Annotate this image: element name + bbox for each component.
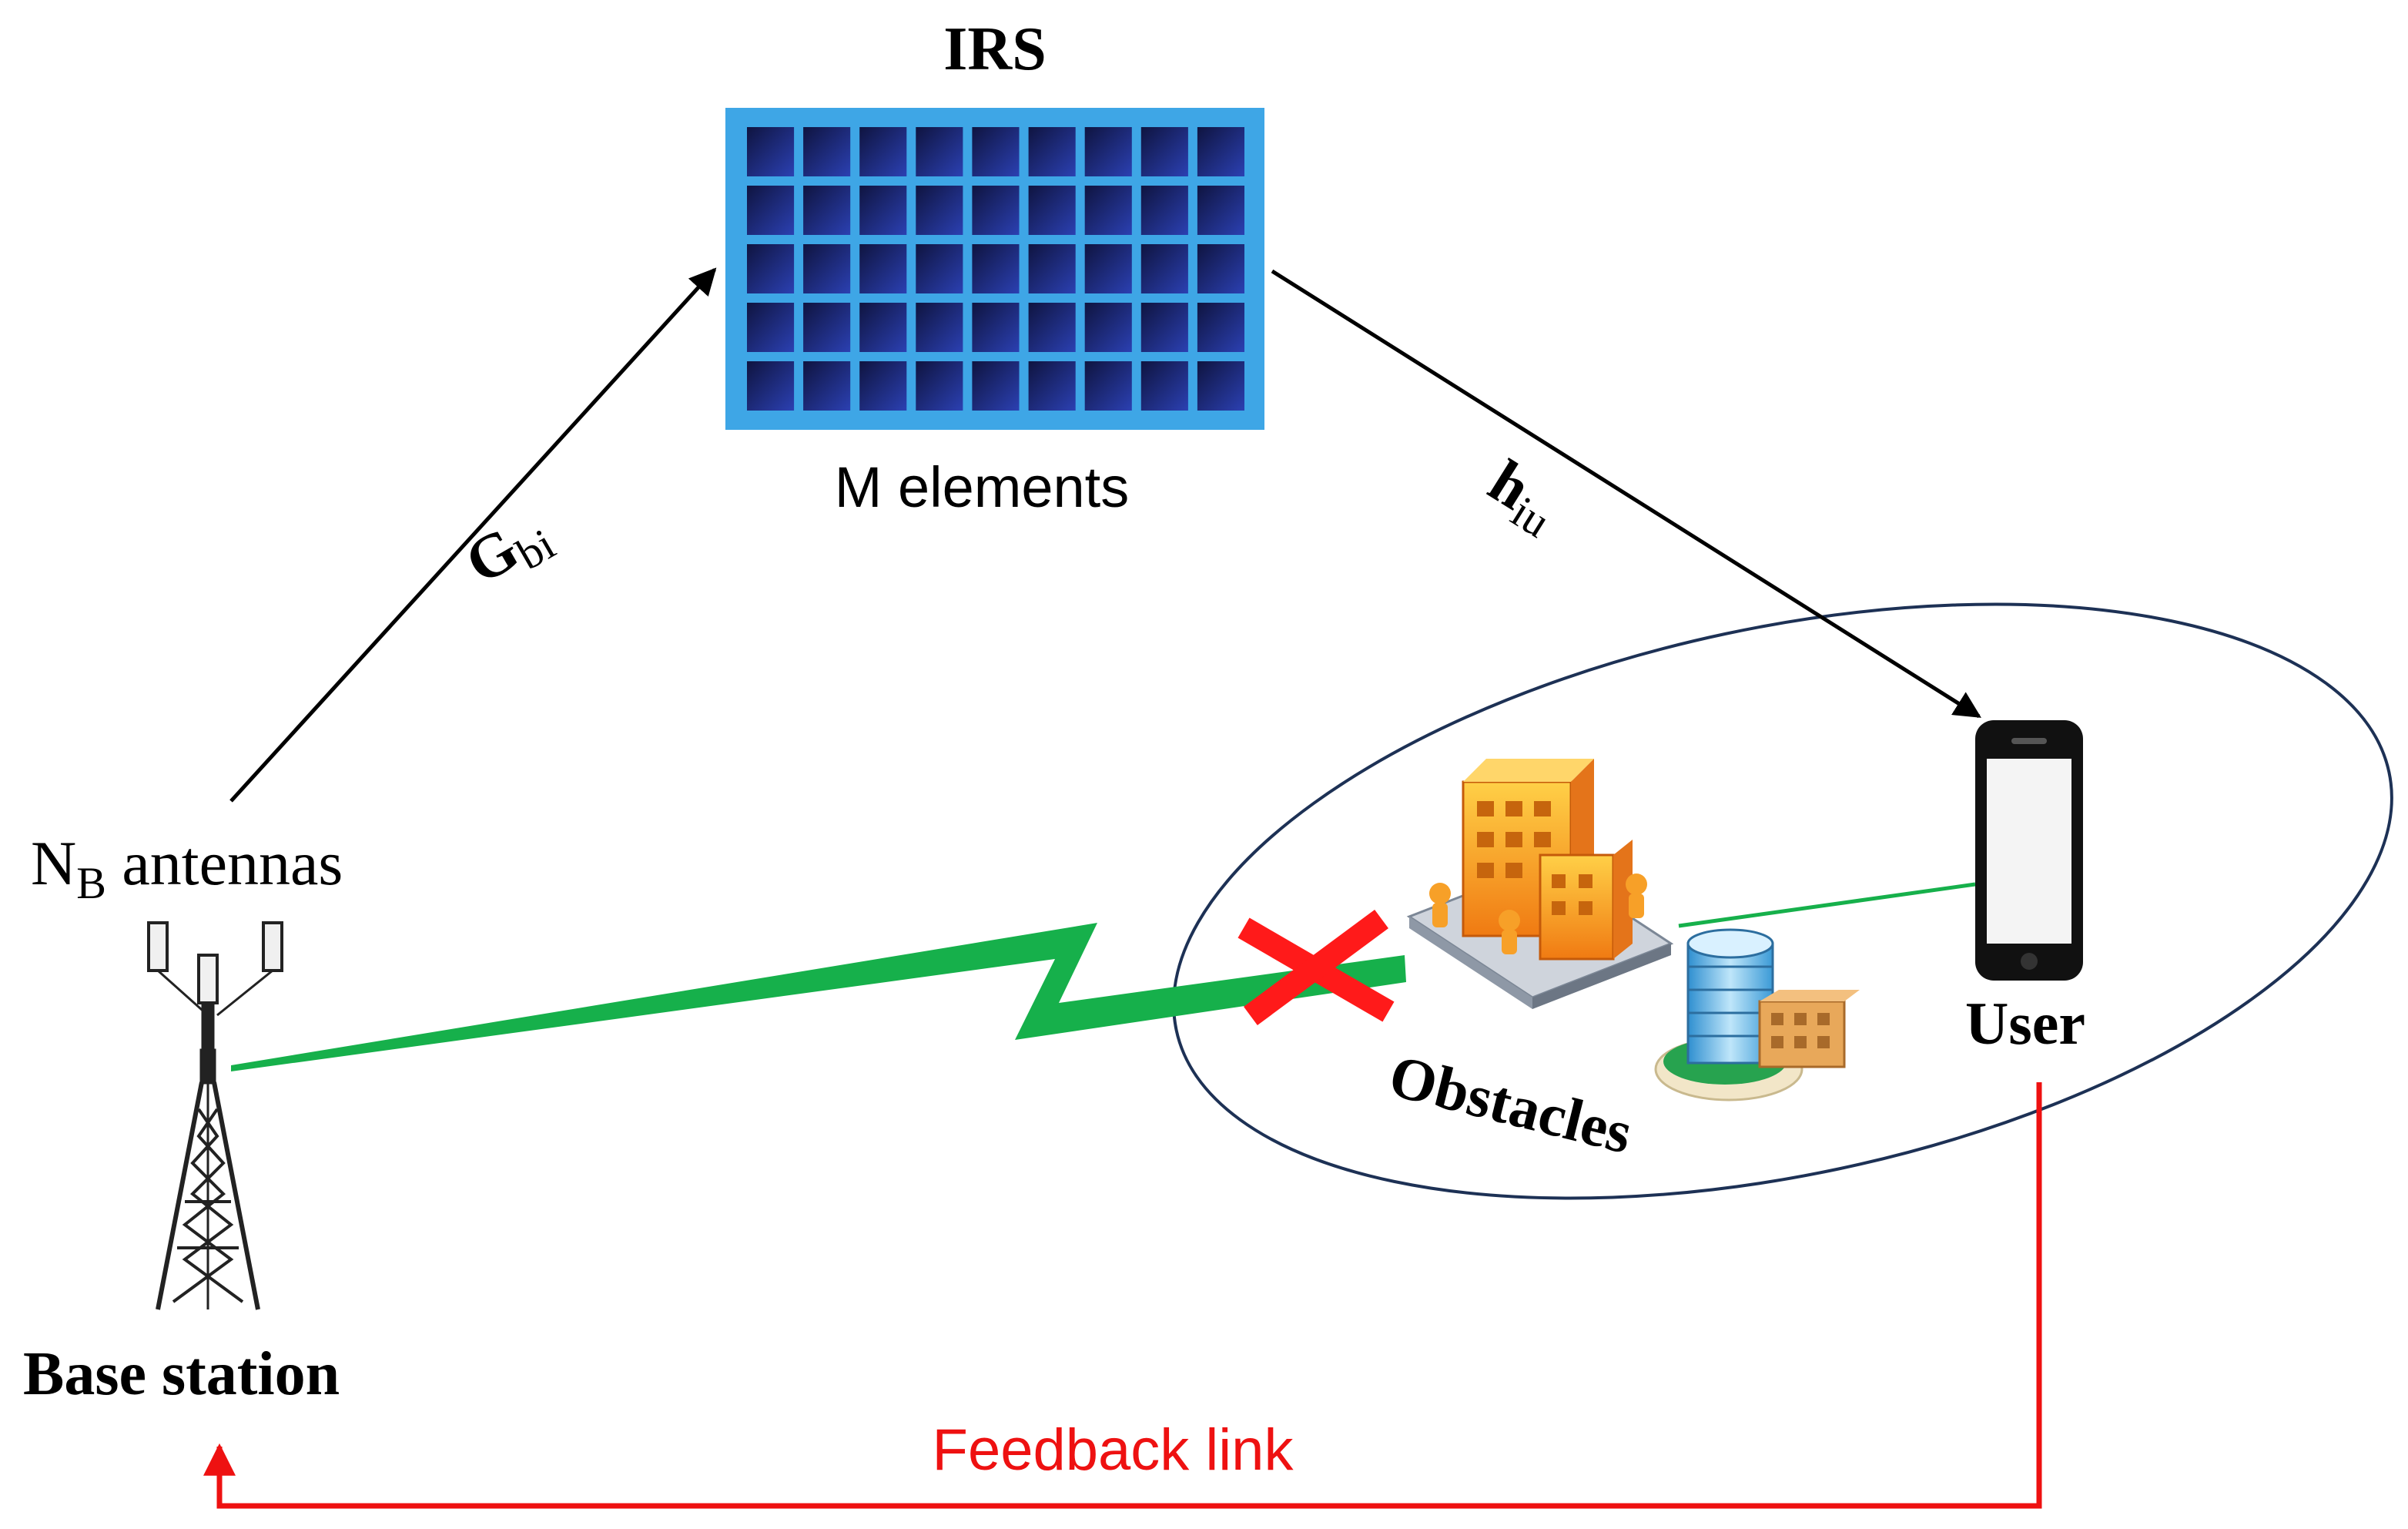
antennas-label-rest: antennas (106, 828, 343, 898)
irs-element (916, 361, 963, 411)
irs-element (916, 127, 963, 176)
direct-link-zigzag (231, 923, 1406, 1071)
irs-element (803, 361, 851, 411)
irs-elements-label: M elements (835, 455, 1129, 519)
irs-element (1197, 244, 1244, 293)
irs-element (972, 186, 1020, 235)
irs-element (916, 186, 963, 235)
irs-element-grid (747, 127, 1244, 411)
building-icon (1406, 759, 1674, 1009)
irs-element (1197, 186, 1244, 235)
irs-element (747, 244, 795, 293)
feedback-link-line (203, 1082, 2042, 1509)
irs-element (859, 127, 907, 176)
h-iu-label: hiu (1474, 448, 1572, 548)
direct-link-tail (1678, 882, 1976, 928)
irs-element (1028, 303, 1076, 352)
irs-element (972, 361, 1020, 411)
antennas-label-sub: B (76, 858, 106, 908)
irs-element (1084, 244, 1132, 293)
phone-icon (1975, 720, 2083, 981)
antennas-label-main: N (31, 828, 76, 898)
g-bi-label: Gbi (454, 498, 563, 604)
irs-element (859, 303, 907, 352)
irs-element (803, 127, 851, 176)
irs-element (1084, 127, 1132, 176)
irs-element (859, 186, 907, 235)
irs-element (803, 244, 851, 293)
irs-element (747, 127, 795, 176)
irs-element (916, 303, 963, 352)
blocked-x-icon (1237, 910, 1395, 1025)
irs-element (1084, 303, 1132, 352)
irs-element (1140, 186, 1188, 235)
irs-element (972, 303, 1020, 352)
irs-element (1197, 127, 1244, 176)
bs-to-irs-link (229, 267, 717, 803)
irs-element (1140, 303, 1188, 352)
irs-element (1028, 361, 1076, 411)
irs-element (1084, 361, 1132, 411)
irs-element (972, 127, 1020, 176)
irs-element (747, 303, 795, 352)
irs-panel (725, 108, 1264, 430)
irs-element (747, 186, 795, 235)
irs-to-user-link (1271, 269, 1981, 719)
irs-element (803, 303, 851, 352)
irs-element (916, 244, 963, 293)
blue-building-icon (1654, 928, 1860, 1101)
irs-element (1140, 127, 1188, 176)
irs-element (972, 244, 1020, 293)
irs-element (1028, 127, 1076, 176)
feedback-link-label: Feedback link (933, 1417, 1294, 1483)
obstacles-label: Obstacles (1383, 1041, 1639, 1166)
irs-element (1140, 244, 1188, 293)
irs-title: IRS (943, 15, 1046, 83)
tower-icon (147, 921, 283, 1310)
irs-element (1028, 186, 1076, 235)
irs-element (1197, 361, 1244, 411)
irs-element (859, 361, 907, 411)
user-label: User (1965, 990, 2085, 1057)
irs-element (1197, 303, 1244, 352)
base-station-label: Base station (23, 1340, 340, 1408)
g-bi-main: G (454, 515, 530, 597)
irs-element (1140, 361, 1188, 411)
antennas-label: NB antennas (31, 828, 343, 908)
irs-element (859, 244, 907, 293)
irs-element (1084, 186, 1132, 235)
irs-element (803, 186, 851, 235)
obstacle-region-ellipse (1172, 602, 2393, 1200)
irs-element (1028, 244, 1076, 293)
irs-element (747, 361, 795, 411)
